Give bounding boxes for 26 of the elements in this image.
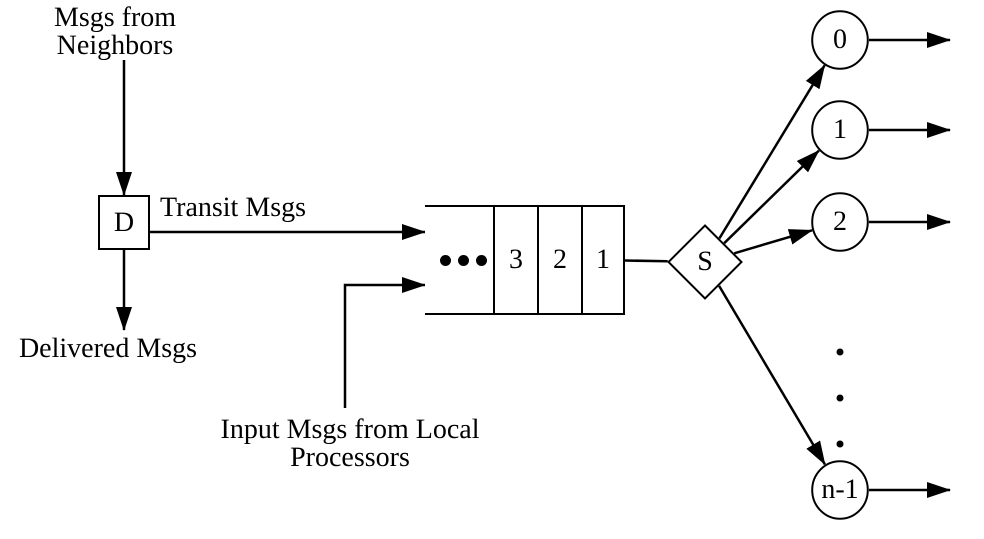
- queue-slot: 1: [581, 207, 625, 313]
- port-circle: n-1: [811, 460, 869, 520]
- connector-line: [624, 259, 668, 263]
- arrow: [718, 285, 826, 466]
- arrow: [734, 229, 814, 254]
- message-queue: [425, 205, 625, 315]
- arrow: [723, 150, 820, 244]
- arrow: [344, 277, 426, 408]
- arrow: [869, 32, 951, 48]
- queue-slot: 2: [537, 207, 581, 313]
- queue-slot: 3: [493, 207, 537, 313]
- arrow: [869, 482, 951, 498]
- arrow: [116, 60, 132, 196]
- arrow: [869, 214, 951, 230]
- input-label: Input Msgs from Local Processors: [218, 408, 482, 480]
- arrow: [718, 64, 826, 240]
- arrow: [116, 250, 132, 331]
- port-circle: 1: [811, 100, 869, 160]
- arrow: [150, 224, 426, 240]
- demux-box: D: [98, 195, 150, 250]
- switch-diamond: S: [667, 224, 743, 300]
- output-label: Delivered Msgs: [6, 330, 210, 368]
- source-label: Msgs from Neighbors: [30, 4, 200, 60]
- port-circle: 2: [811, 192, 869, 252]
- arrow: [869, 122, 951, 138]
- port-circle: 0: [811, 10, 869, 70]
